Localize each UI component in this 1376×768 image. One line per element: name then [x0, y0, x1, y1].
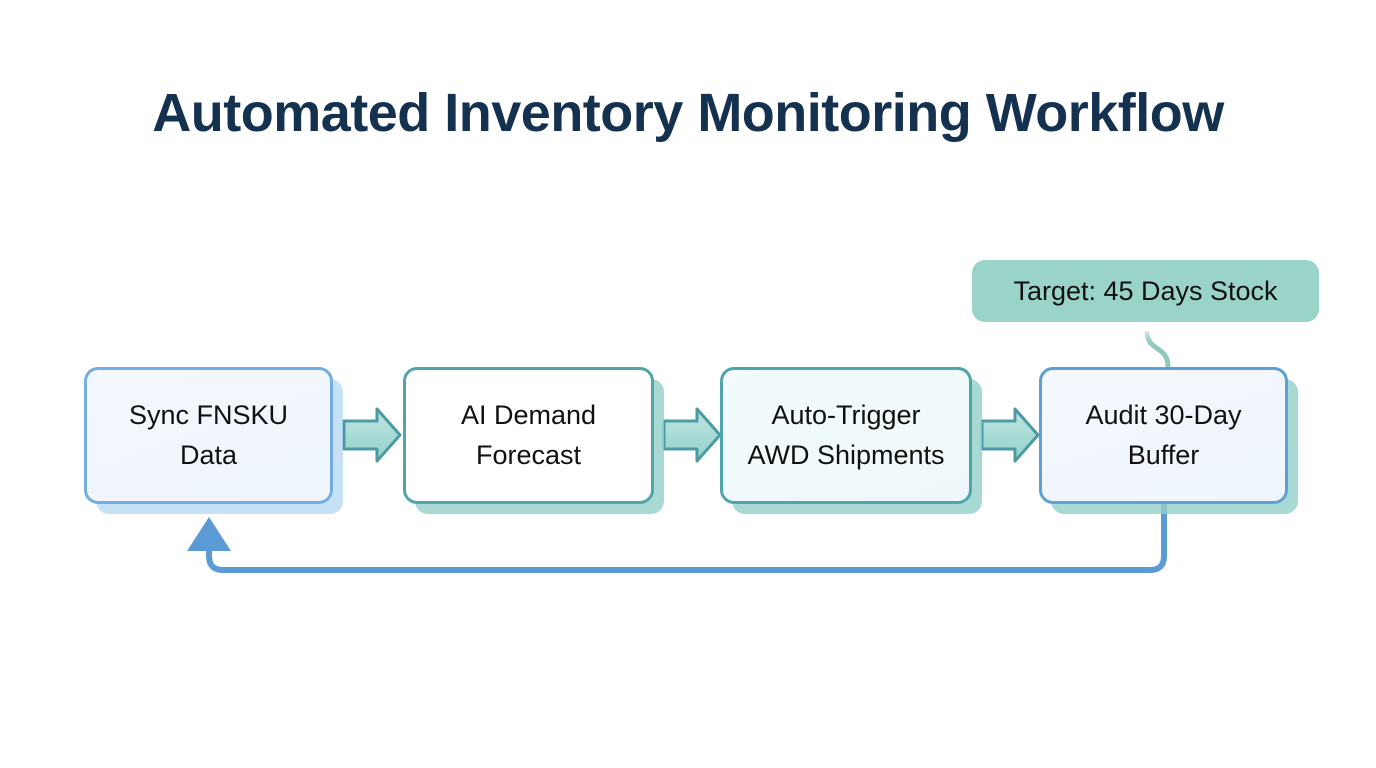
- feedback-loop-connector: [187, 504, 1167, 573]
- node-auto-trigger-awd-shipments[interactable]: Auto-Trigger AWD Shipments: [720, 367, 972, 504]
- node-sync-fnsku-data[interactable]: Sync FNSKU Data: [84, 367, 333, 504]
- node-ai-demand-forecast[interactable]: AI Demand Forecast: [403, 367, 654, 504]
- page-title: Automated Inventory Monitoring Workflow: [152, 83, 1224, 143]
- arrow-forecast-to-trigger: [662, 407, 722, 463]
- callout-label: Target: 45 Days Stock: [1013, 275, 1278, 306]
- node-label: Audit 30-Day Buffer: [1085, 400, 1242, 470]
- node-label: AI Demand Forecast: [460, 400, 597, 470]
- callout-connector: [1144, 328, 1171, 370]
- arrow-sync-to-forecast: [342, 407, 402, 463]
- node-label: Auto-Trigger AWD Shipments: [747, 400, 945, 470]
- callout-body: Target: 45 Days Stock: [972, 260, 1319, 322]
- node-label: Sync FNSKU Data: [128, 400, 289, 470]
- node-audit-30-day-buffer[interactable]: Audit 30-Day Buffer: [1039, 367, 1288, 504]
- annotation-callout-target-stock[interactable]: Target: 45 Days Stock: [963, 251, 1328, 331]
- arrow-trigger-to-audit: [980, 407, 1040, 463]
